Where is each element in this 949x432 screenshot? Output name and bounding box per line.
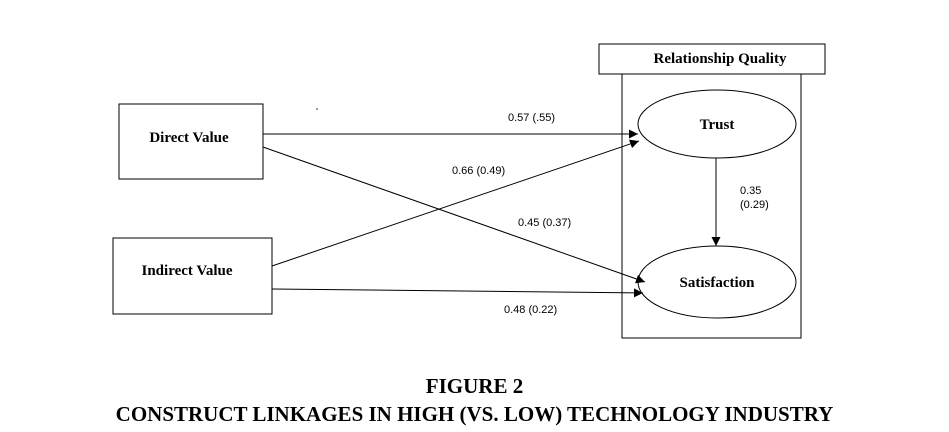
satisfaction-label: Satisfaction xyxy=(680,275,756,291)
indirect-value-label: Indirect Value xyxy=(142,263,233,279)
trust-ellipse xyxy=(637,89,797,159)
coef-direct-to-trust: 0.57 (.55) xyxy=(508,112,555,124)
coef-trust-to-satisfaction-line1: 0.35 xyxy=(740,185,761,197)
figure-title: CONSTRUCT LINKAGES IN HIGH (VS. LOW) TEC… xyxy=(115,402,834,426)
coef-trust-to-satisfaction-line2: (0.29) xyxy=(740,199,769,211)
relationship-quality-header-box xyxy=(598,43,826,75)
coef-direct-to-satisfaction: 0.45 (0.37) xyxy=(518,217,571,229)
coef-indirect-to-trust: 0.66 (0.49) xyxy=(452,165,505,177)
arrow-direct-to-satisfaction xyxy=(262,146,646,284)
trust-label: Trust xyxy=(700,117,735,133)
arrow-indirect-to-trust xyxy=(271,139,640,267)
stray-dot xyxy=(316,108,318,110)
coef-indirect-to-satisfaction: 0.48 (0.22) xyxy=(504,304,557,316)
relationship-quality-label: Relationship Quality xyxy=(654,51,787,67)
indirect-value-box xyxy=(112,237,273,315)
figure-number: FIGURE 2 xyxy=(425,374,524,398)
direct-value-label: Direct Value xyxy=(149,130,229,146)
direct-value-box xyxy=(118,103,264,180)
arrow-indirect-to-satisfaction xyxy=(271,288,644,298)
